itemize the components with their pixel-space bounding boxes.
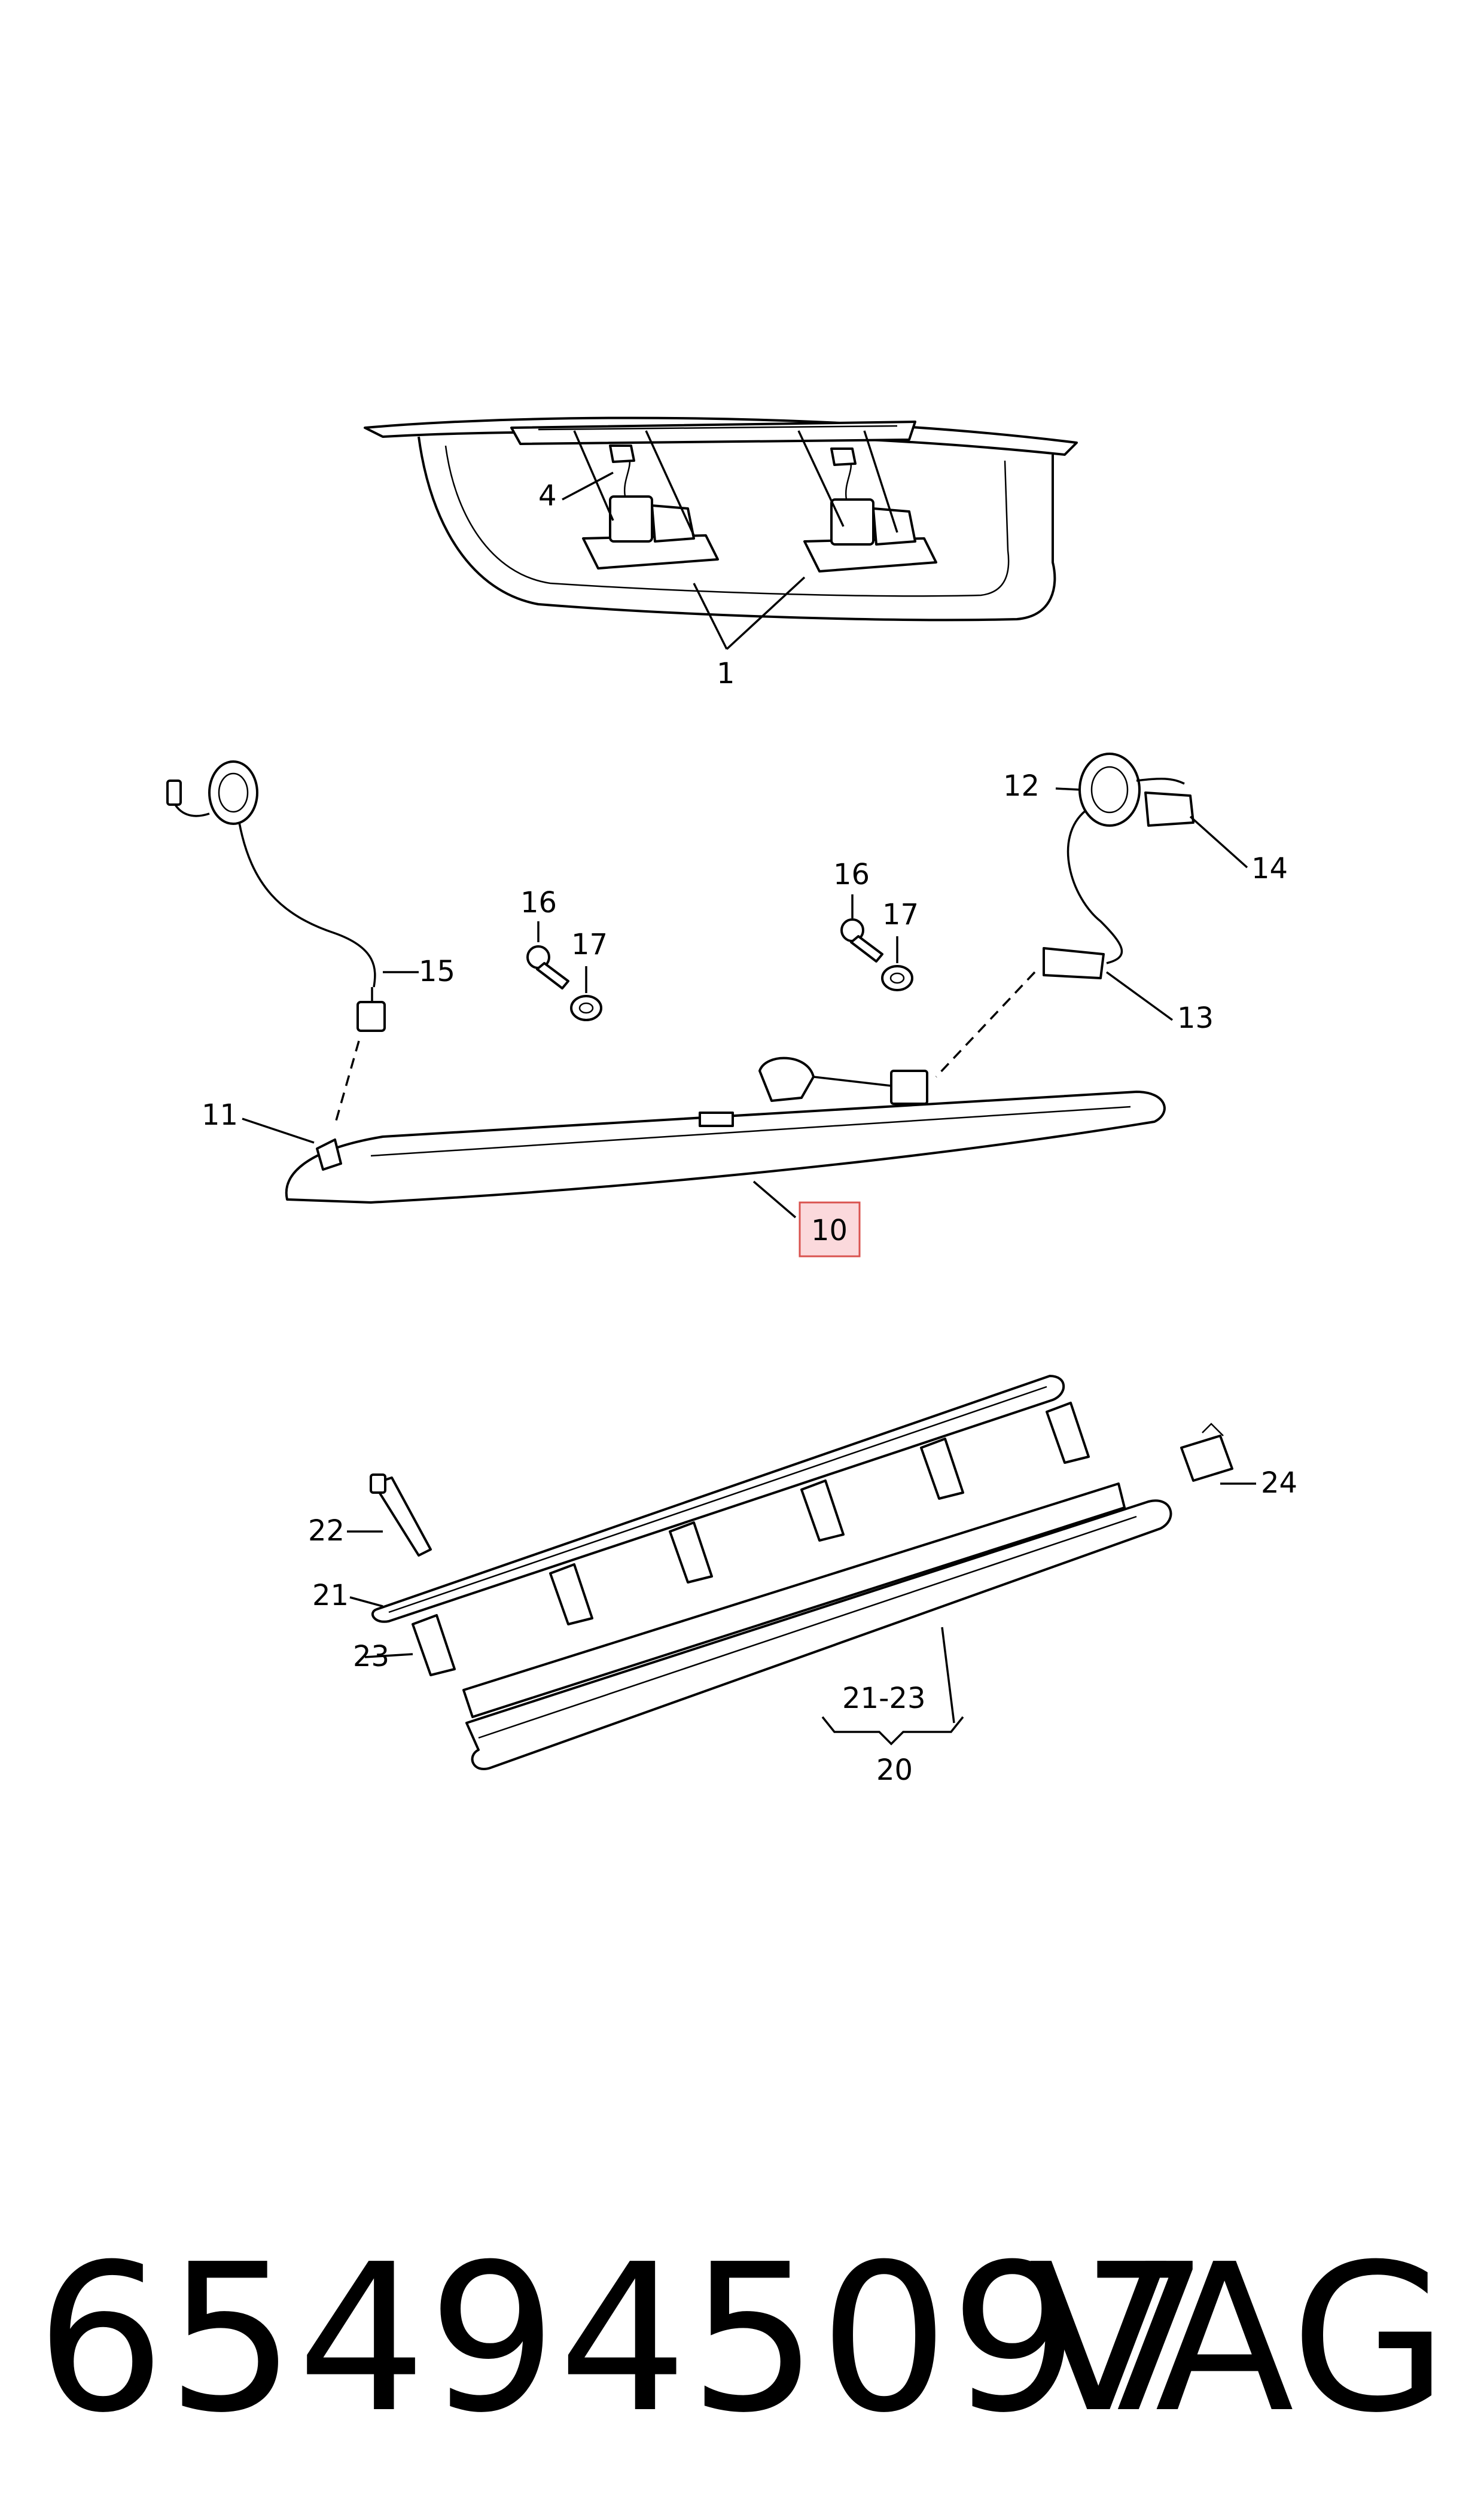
highlight-box-10 xyxy=(799,1201,861,1258)
screw-left xyxy=(526,945,569,989)
callout-17-right: 17 xyxy=(882,898,919,931)
callout-16-left: 16 xyxy=(520,886,557,919)
callout-24: 24 xyxy=(1261,1466,1297,1500)
callout-4: 4 xyxy=(538,479,557,513)
callout-23: 23 xyxy=(353,1640,389,1673)
clip-row xyxy=(412,1402,1090,1676)
light-strip-assembly xyxy=(347,1375,1256,1770)
callout-22: 22 xyxy=(308,1514,345,1548)
brand-label: VAG xyxy=(1029,2221,1448,2458)
callout-16-right: 16 xyxy=(833,858,870,891)
roof-spoiler-assembly xyxy=(364,416,1078,650)
callout-15: 15 xyxy=(419,955,455,988)
callout-13: 13 xyxy=(1177,1001,1214,1035)
callout-10: 10 xyxy=(811,1214,848,1247)
callout-11: 11 xyxy=(202,1098,238,1132)
callout-21-23: 21-23 xyxy=(842,1682,925,1715)
callout-17-left: 17 xyxy=(571,928,608,961)
callout-12: 12 xyxy=(1003,769,1040,803)
callout-21: 21 xyxy=(312,1579,349,1612)
callout-20: 20 xyxy=(876,1753,913,1787)
callout-14: 14 xyxy=(1251,852,1288,885)
callout-1: 1 xyxy=(717,657,735,690)
screw-right xyxy=(840,918,883,963)
lamp-unit-left xyxy=(582,444,719,570)
lamp-unit-right xyxy=(803,447,937,573)
part-number: 654945097 xyxy=(36,2221,1211,2458)
brake-light-assembly xyxy=(166,753,1248,1219)
